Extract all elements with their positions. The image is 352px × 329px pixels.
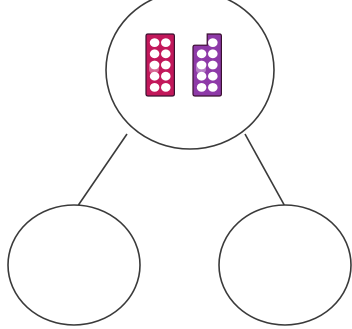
left-connector-line bbox=[74, 133, 128, 211]
ten-shape-hole bbox=[149, 60, 160, 70]
nine-shape-hole bbox=[196, 71, 207, 81]
nine-shape-hole bbox=[208, 38, 218, 47]
nine-shape-hole bbox=[196, 83, 207, 92]
nine-shape-hole bbox=[196, 60, 207, 70]
nine-shape-hole bbox=[208, 60, 218, 70]
number-shapes-group bbox=[145, 33, 222, 97]
ten-shape-hole bbox=[149, 71, 160, 81]
nine-shape-hole bbox=[208, 83, 218, 92]
ten-shape-hole bbox=[149, 38, 160, 47]
ten-shape-hole bbox=[149, 49, 160, 59]
right-connector-line bbox=[244, 133, 288, 211]
right-part-circle bbox=[218, 204, 352, 326]
nine-shape bbox=[192, 33, 222, 97]
ten-shape-hole bbox=[161, 71, 171, 81]
left-part-circle bbox=[7, 204, 141, 326]
ten-shape-hole bbox=[161, 49, 171, 59]
ten-shape-shine bbox=[149, 61, 159, 74]
ten-shape-hole bbox=[161, 60, 171, 70]
nine-shape-hole bbox=[196, 49, 207, 59]
nine-shape-hole bbox=[208, 71, 218, 81]
nine-shape-shine bbox=[196, 61, 206, 74]
ten-shape-hole bbox=[161, 38, 171, 47]
ten-shape bbox=[145, 33, 175, 97]
nine-shape-hole bbox=[208, 49, 218, 59]
ten-shape-body bbox=[145, 33, 175, 97]
nine-shape-body bbox=[192, 33, 222, 97]
ten-shape-hole bbox=[149, 83, 160, 92]
whole-circle bbox=[105, 0, 275, 150]
ten-shape-hole bbox=[161, 83, 171, 92]
